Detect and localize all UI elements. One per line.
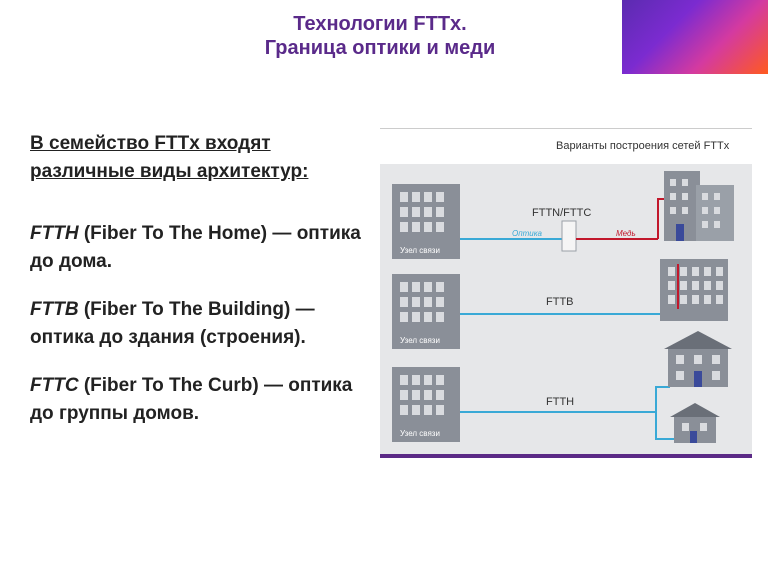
node-building-1: Узел связи: [392, 184, 460, 259]
fttn-cabinet: [561, 220, 577, 252]
corner-decoration: [622, 0, 768, 74]
node-label-3: Узел связи: [400, 429, 440, 438]
node-building-3: Узел связи: [392, 367, 460, 442]
ftth-house-small: [670, 403, 720, 443]
intro-text: В семейство FTTx входят различные виды а…: [30, 133, 309, 182]
diagram-title: Варианты построения сетей FTTx: [556, 140, 730, 152]
fttn-label: FTTN/FTTC: [532, 207, 591, 219]
fttb-label: FTTB: [546, 296, 574, 308]
title-line-1: Технологии FTTx.: [293, 13, 467, 35]
term-ftth-abbr: FTTH: [30, 223, 79, 244]
term-ftth: FTTH (Fiber To The Home) — оптика до дом…: [30, 220, 375, 276]
node-label-2: Узел связи: [400, 336, 440, 345]
optic-label: Оптика: [512, 229, 543, 238]
term-fttc: FTTC (Fiber To The Curb) — оптика до гру…: [30, 372, 375, 428]
left-text-column: В семейство FTTx входят различные виды а…: [30, 130, 375, 448]
ftth-optic-line: [460, 386, 670, 413]
title-line-2: Граница оптики и меди: [264, 37, 496, 59]
term-fttb-desc: (Fiber To The Building) — оптика до здан…: [30, 299, 315, 348]
ftth-label: FTTH: [546, 396, 574, 408]
term-fttb: FTTB (Fiber To The Building) — оптика до…: [30, 296, 375, 352]
ftth-house-large: [664, 331, 732, 387]
node-label-1: Узел связи: [400, 246, 440, 255]
diagram-footer-bar: [380, 454, 752, 458]
term-ftth-desc: (Fiber To The Home) — оптика до дома.: [30, 223, 361, 272]
fttb-target-building: [660, 259, 728, 321]
slide-title: Технологии FTTx. Граница оптики и меди: [150, 12, 610, 60]
term-fttc-abbr: FTTC: [30, 375, 79, 396]
fttx-diagram: Варианты построения сетей FTTx Узел связ…: [380, 128, 752, 461]
fttn-target-buildings: [664, 171, 734, 241]
copper-label: Медь: [616, 229, 636, 238]
term-fttc-desc: (Fiber To The Curb) — оптика до группы д…: [30, 375, 353, 424]
node-building-2: Узел связи: [392, 274, 460, 349]
term-fttb-abbr: FTTB: [30, 299, 79, 320]
